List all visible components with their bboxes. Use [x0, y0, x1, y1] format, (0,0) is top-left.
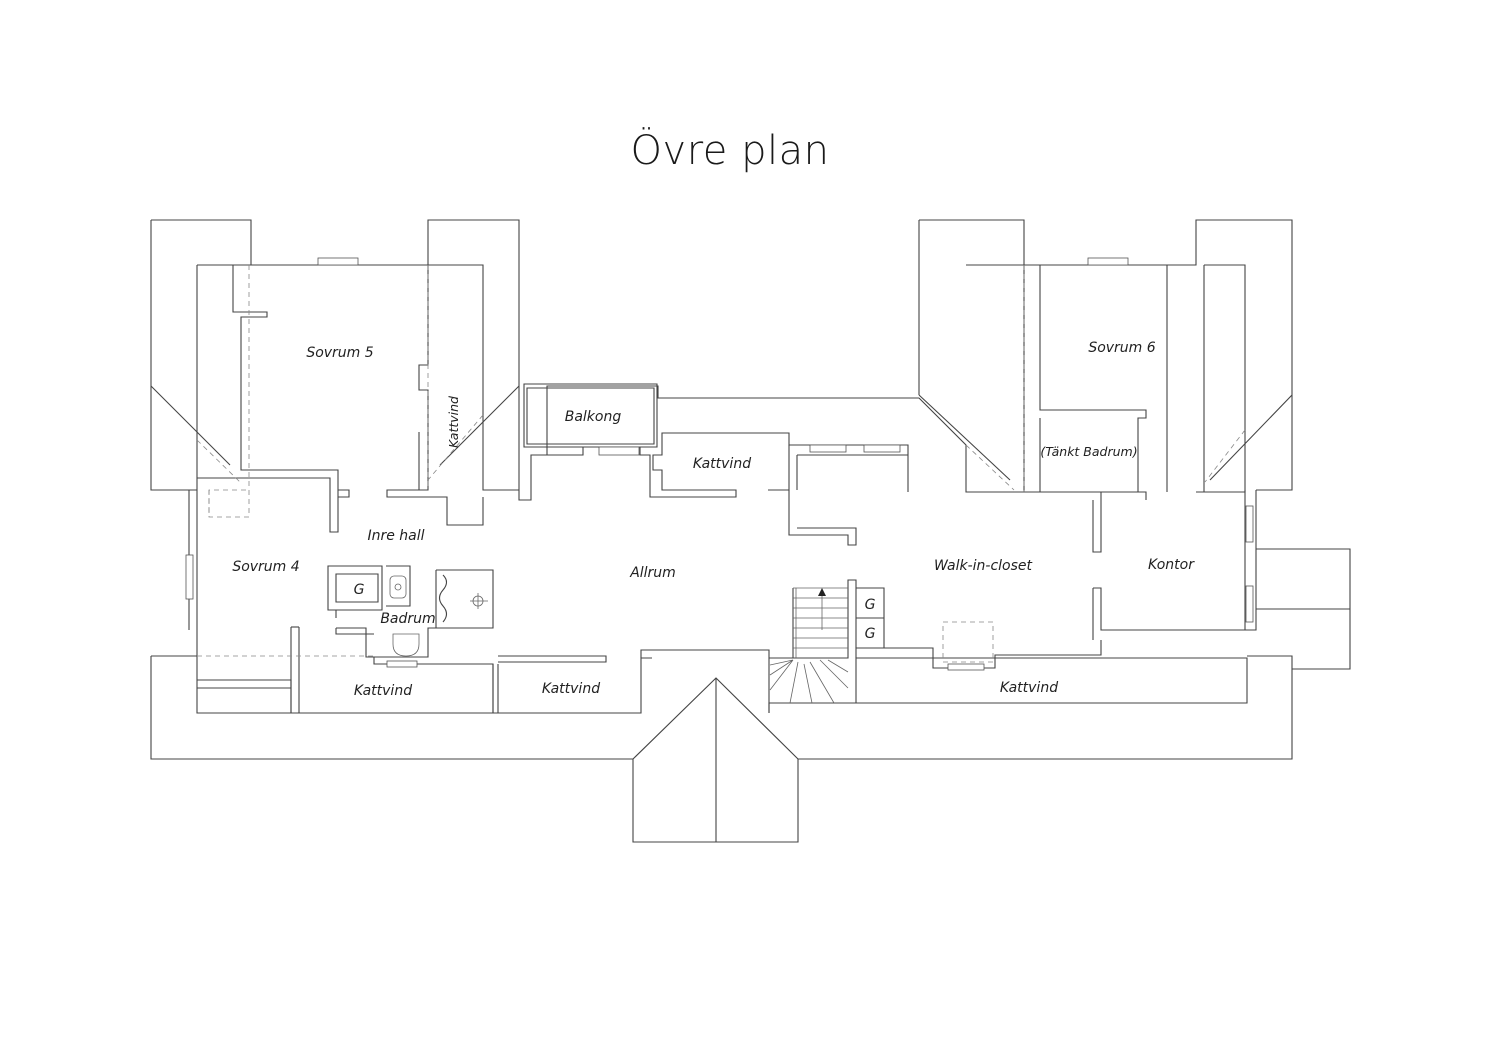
room-label-kattvind-bottom-left: Kattvind [354, 683, 412, 699]
roof-outline [150, 219, 1351, 843]
room-label-walk-in-closet: Walk-in-closet [934, 558, 1033, 574]
room-label-sovrum-5: Sovrum 5 [306, 345, 373, 361]
room-label-sovrum-6: Sovrum 6 [1088, 340, 1155, 356]
exterior-walls [188, 264, 1257, 714]
windows [185, 257, 1254, 671]
room-label-kattvind-bottom-mid: Kattvind [542, 681, 600, 697]
room-label-kattvind-center: Kattvind [693, 456, 751, 472]
room-label-kattvind-bottom-right: Kattvind [1000, 680, 1058, 696]
closet-marker-left: G [354, 582, 365, 598]
interior-walls [197, 265, 1246, 714]
roof-hidden-lines [196, 265, 1246, 663]
room-label-tankt-badrum: (Tänkt Badrum) [1040, 444, 1137, 459]
room-label-kattvind-vertical: Kattvind [446, 396, 461, 448]
toilet-icon [392, 633, 420, 657]
bathroom-fixtures [389, 574, 488, 657]
room-label-allrum: Allrum [629, 565, 676, 581]
shower-curtain-icon [438, 574, 448, 623]
stair-arrow-icon [818, 588, 826, 596]
room-label-sovrum-4: Sovrum 4 [232, 559, 299, 575]
sink-icon [389, 575, 407, 599]
room-label-balkong: Balkong [565, 409, 622, 425]
room-label-badrum: Badrum [380, 611, 435, 627]
closet-marker-right-bottom: G [865, 626, 876, 642]
room-label-inre-hall: Inre hall [367, 528, 424, 544]
plan-title: Övre plan [630, 128, 830, 174]
room-label-kontor: Kontor [1148, 557, 1195, 573]
closet-marker-right-top: G [865, 597, 876, 613]
staircase [769, 587, 849, 704]
